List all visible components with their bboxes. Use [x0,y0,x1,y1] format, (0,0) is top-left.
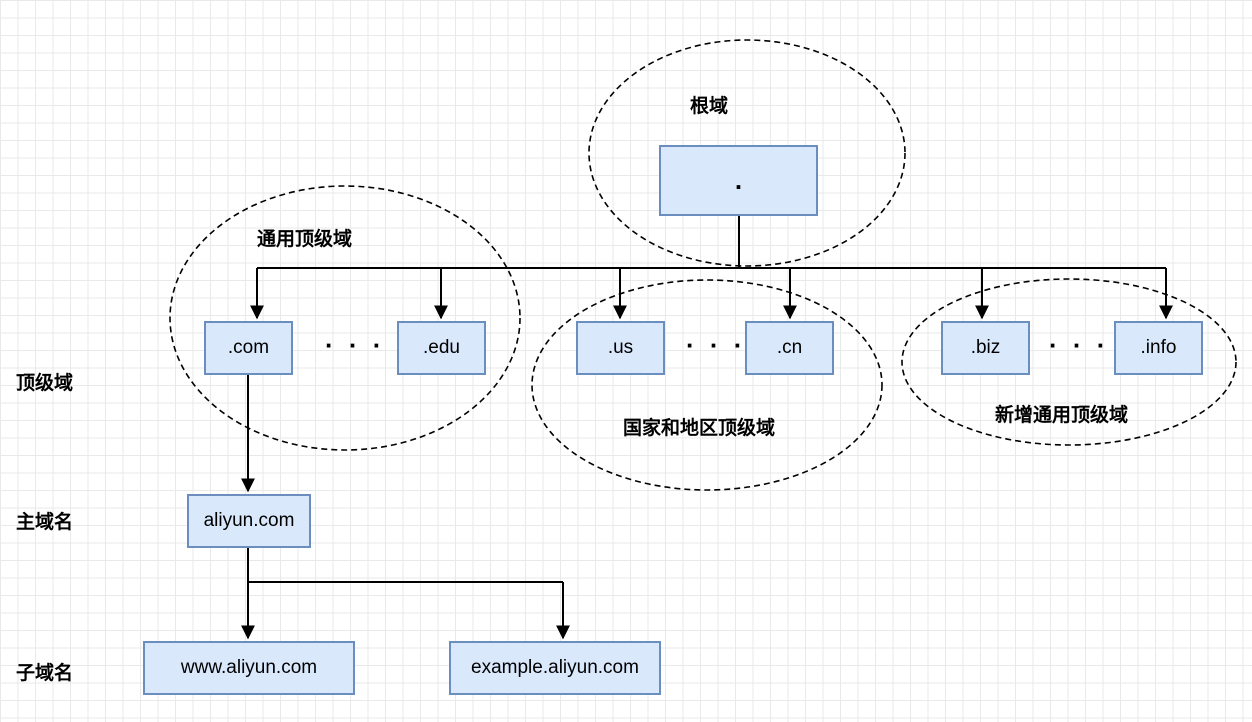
generic-tld-label: 通用顶级域 [257,228,353,250]
ellipsis-generic: · · · [325,330,386,360]
node-cn: .cn [745,321,834,375]
country-tld-label: 国家和地区顶级域 [623,417,776,439]
level-label-top-level: 顶级域 [16,372,74,394]
root-node: . [659,145,818,216]
level-label-main-domain: 主域名 [16,511,74,533]
new-generic-tld-label: 新增通用顶级域 [995,404,1129,426]
level-label-sub-domain: 子域名 [16,662,74,684]
node-example: example.aliyun.com [449,641,661,695]
node-info: .info [1114,321,1203,375]
new-generic-tld-ellipse [901,278,1237,446]
root-group-ellipse [588,39,906,267]
node-edu: .edu [397,321,486,375]
root-group-label: 根域 [690,95,729,117]
ellipsis-country: · · · [686,330,747,360]
generic-tld-ellipse [169,185,521,451]
node-com: .com [204,321,293,375]
node-aliyun: aliyun.com [187,494,311,548]
country-tld-ellipse [531,279,883,491]
node-biz: .biz [941,321,1030,375]
ellipsis-new-generic: · · · [1049,330,1110,360]
node-www: www.aliyun.com [143,641,355,695]
node-us: .us [576,321,665,375]
